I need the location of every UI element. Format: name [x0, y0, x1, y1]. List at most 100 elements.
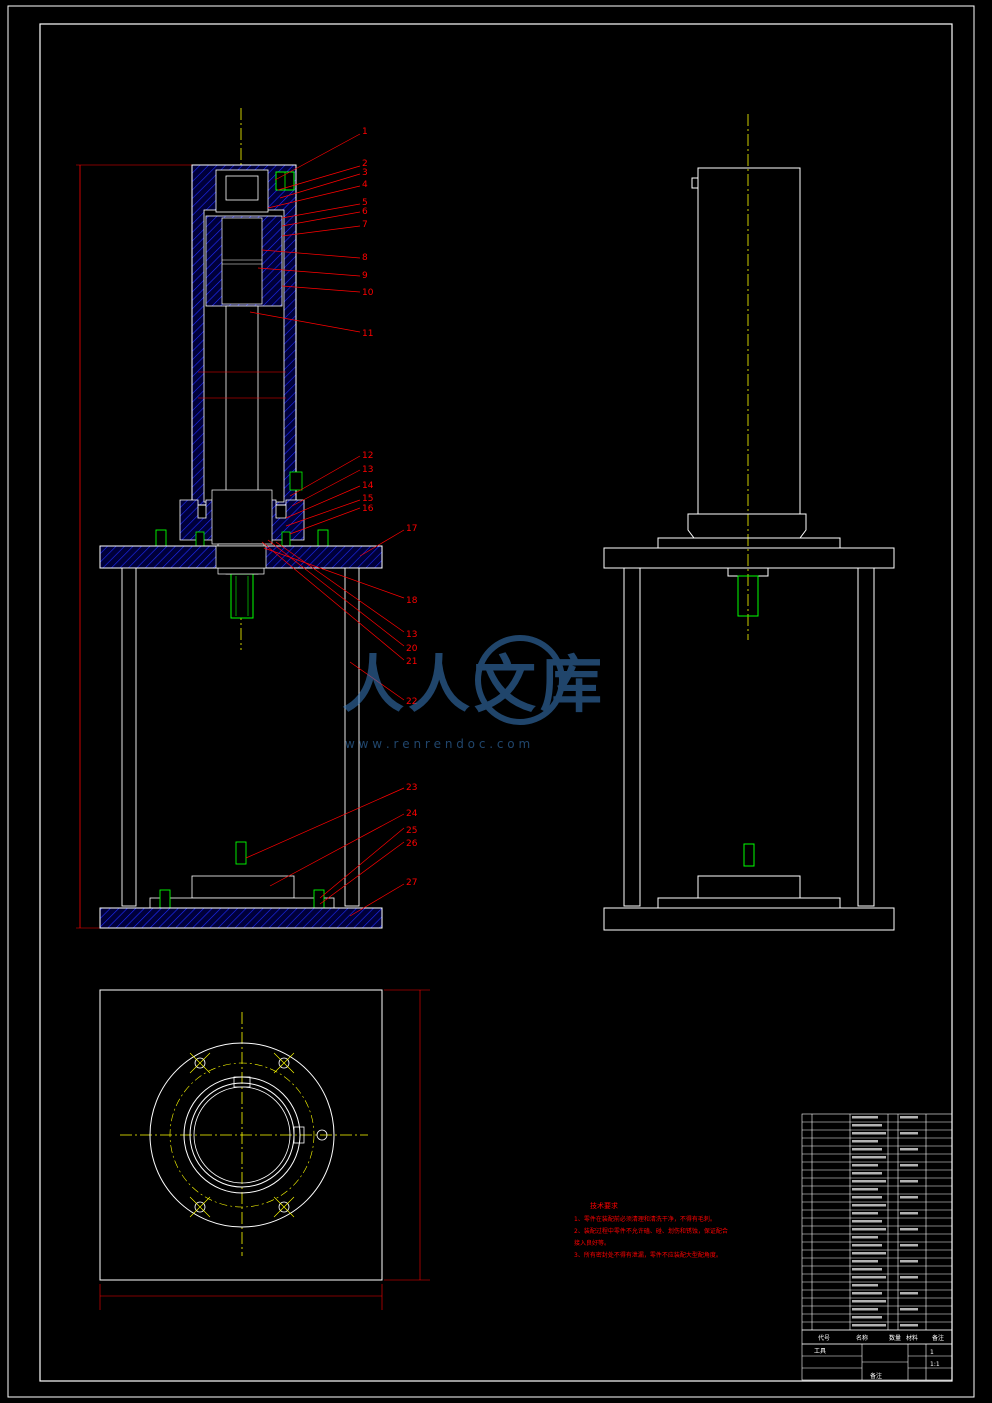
parts-row-name-placeholder: [852, 1188, 878, 1191]
part-label: 24: [406, 809, 418, 819]
part-label: 25: [406, 826, 417, 836]
part-label: 22: [406, 697, 417, 707]
part-label: 17: [406, 524, 417, 534]
watermark-url: w w w . r e n r e n d o c . c o m: [345, 737, 530, 751]
parts-row-name-placeholder: [852, 1172, 882, 1175]
part-label: 7: [362, 220, 368, 230]
header-material: 材料: [906, 1334, 918, 1342]
title-remark: 备注: [870, 1372, 882, 1380]
parts-row-name-placeholder: [852, 1156, 886, 1159]
parts-row-name-placeholder: [852, 1292, 882, 1295]
parts-row-name-placeholder: [852, 1324, 886, 1327]
parts-list-table: [801, 1113, 953, 1381]
parts-row-material-placeholder: [900, 1196, 918, 1199]
parts-row-material-placeholder: [900, 1276, 918, 1279]
parts-row-name-placeholder: [852, 1236, 878, 1239]
parts-row-material-placeholder: [900, 1132, 918, 1135]
part-label: 5: [362, 198, 368, 208]
technical-requirements: 技术要求 1、零件在装配前必须清理和清洗干净，不得有毛刺。 2、装配过程中零件不…: [574, 1201, 728, 1259]
part-label: 8: [362, 253, 368, 263]
part-label: 20: [406, 644, 418, 654]
watermark-ring: [475, 635, 565, 725]
parts-row-name-placeholder: [852, 1132, 886, 1135]
parts-row-name-placeholder: [852, 1140, 878, 1143]
parts-row-material-placeholder: [900, 1244, 918, 1247]
parts-row-material-placeholder: [900, 1164, 918, 1167]
parts-row-name-placeholder: [852, 1180, 886, 1183]
parts-row-material-placeholder: [900, 1260, 918, 1263]
part-label: 1: [362, 127, 368, 137]
parts-row-name-placeholder: [852, 1244, 882, 1247]
part-number-labels: 1 2 3 4 5 6 7 8 9 10 11 12 13 14 15 16 1…: [362, 127, 418, 888]
part-label: 16: [362, 504, 374, 514]
parts-row-name-placeholder: [852, 1252, 886, 1255]
parts-row-name-placeholder: [852, 1148, 882, 1151]
parts-row-name-placeholder: [852, 1220, 882, 1223]
part-label: 2: [362, 159, 368, 169]
parts-row-material-placeholder: [900, 1292, 918, 1295]
tech-req-line: 2、装配过程中零件不允许磕、碰、划伤和锈蚀，保证配合: [574, 1227, 728, 1235]
header-remark: 备注: [932, 1334, 944, 1342]
parts-row-name-placeholder: [852, 1260, 878, 1263]
parts-row-name-placeholder: [852, 1204, 886, 1207]
part-label: 21: [406, 657, 417, 667]
title-sheet: 1: [930, 1349, 934, 1356]
part-label: 11: [362, 329, 373, 339]
parts-row-name-placeholder: [852, 1116, 878, 1119]
parts-row-material-placeholder: [900, 1148, 918, 1151]
parts-row-name-placeholder: [852, 1124, 882, 1127]
title-tool: 工具: [814, 1348, 826, 1355]
watermark-text: 人人文库: [342, 648, 606, 721]
part-label: 10: [362, 288, 374, 298]
outer-border: [7, 5, 975, 1398]
inner-border: [39, 23, 953, 1382]
leader-lines: [245, 133, 405, 917]
parts-row-name-placeholder: [852, 1164, 878, 1167]
left-column: [121, 567, 137, 907]
parts-row-name-placeholder: [852, 1268, 882, 1271]
watermark: 人人文库 w w w . r e n r e n d o c . c o m: [342, 635, 606, 751]
top-view: [99, 989, 430, 1310]
part-label: 15: [362, 494, 373, 504]
right-column: [344, 567, 360, 907]
title-block-text: 代号 名称 数量 材料 备注 工具 备注 1:1 1: [814, 1334, 944, 1380]
parts-row-name-placeholder: [852, 1284, 878, 1287]
tech-req-line: 1、零件在装配前必须清理和清洗干净，不得有毛刺。: [574, 1215, 716, 1223]
part-label: 27: [406, 878, 417, 888]
part-label: 9: [362, 271, 368, 281]
parts-row-material-placeholder: [900, 1324, 918, 1327]
parts-row-name-placeholder: [852, 1316, 882, 1319]
parts-row-name-placeholder: [852, 1276, 886, 1279]
part-label: 26: [406, 839, 418, 849]
header-code: 代号: [818, 1334, 830, 1342]
title-scale: 1:1: [930, 1361, 940, 1368]
side-view: [603, 114, 895, 931]
tech-req-heading: 技术要求: [590, 1201, 618, 1210]
part-label: 18: [406, 596, 418, 606]
base-plate: [99, 907, 383, 929]
parts-row-name-placeholder: [852, 1228, 886, 1231]
part-label: 4: [362, 180, 368, 190]
tech-req-line: 3、所有密封处不得有泄漏，零件不应装配大型配角度。: [574, 1251, 722, 1259]
parts-row-material-placeholder: [900, 1116, 918, 1119]
parts-row-material-placeholder: [900, 1180, 918, 1183]
parts-row-name-placeholder: [852, 1212, 878, 1215]
parts-row-material-placeholder: [900, 1228, 918, 1231]
tech-req-line: 接入良好等。: [574, 1239, 610, 1247]
parts-row-material-placeholder: [900, 1308, 918, 1311]
header-qty: 数量: [889, 1334, 901, 1342]
part-label: 6: [362, 207, 368, 217]
part-label: 13: [362, 465, 373, 475]
part-label: 14: [362, 481, 374, 491]
front-section-view: [76, 108, 383, 929]
parts-list-fills: [852, 1116, 918, 1327]
header-name: 名称: [856, 1334, 868, 1342]
part-label: 13: [406, 630, 417, 640]
parts-row-name-placeholder: [852, 1308, 878, 1311]
parts-row-material-placeholder: [900, 1212, 918, 1215]
parts-row-name-placeholder: [852, 1300, 886, 1303]
parts-row-name-placeholder: [852, 1196, 882, 1199]
part-label: 3: [362, 168, 368, 178]
part-label: 12: [362, 451, 373, 461]
